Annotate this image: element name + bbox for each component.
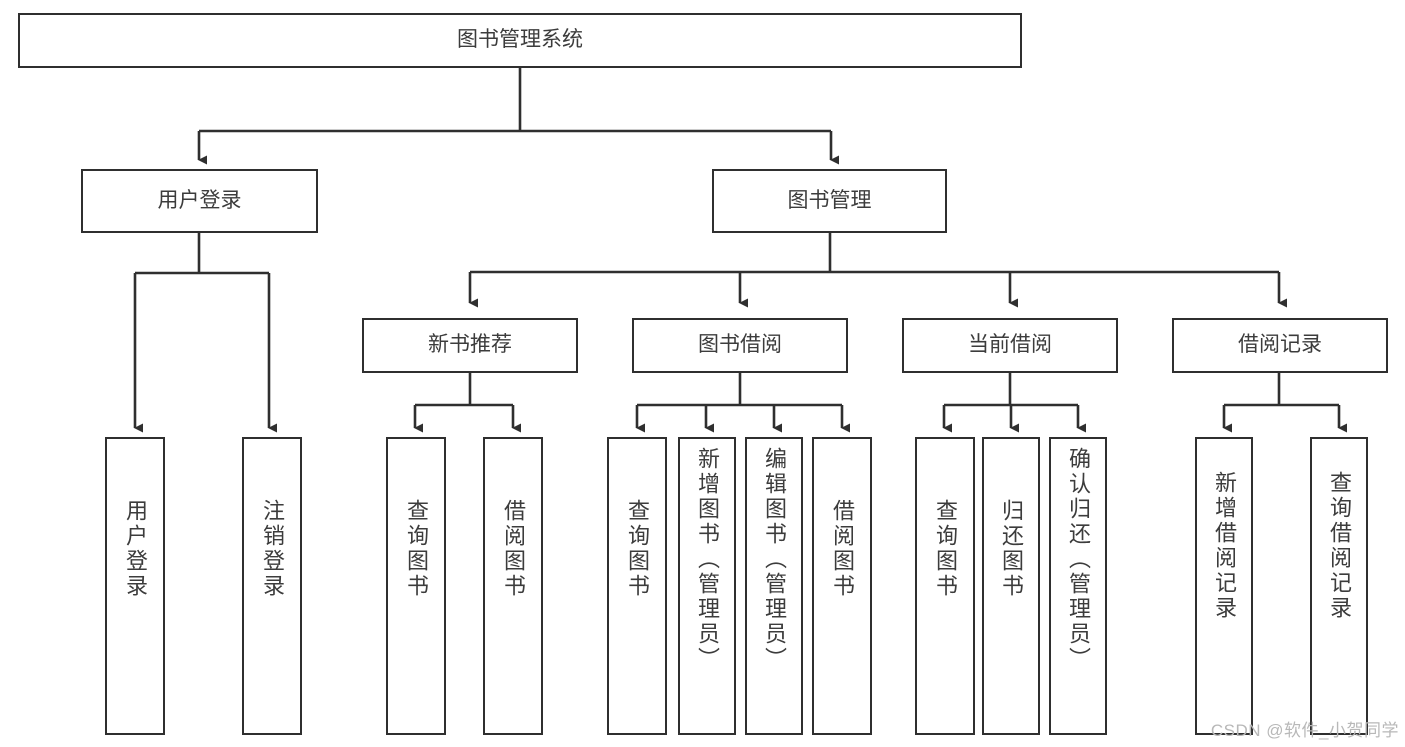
leaf-query-book-borrow-label: 查询图书 <box>625 499 650 599</box>
leaf-query-book-current-label: 查询图书 <box>933 499 958 599</box>
leaf-user-login[interactable]: 用户登录 <box>105 437 165 735</box>
leaf-query-borrow-record-label: 查询借阅记录 <box>1327 471 1352 621</box>
leaf-edit-book-admin-label: 编辑图书（管理员） <box>762 447 787 672</box>
leaf-borrow-book-borrow[interactable]: 借阅图书 <box>812 437 872 735</box>
node-new-book-recommend[interactable]: 新书推荐 <box>362 318 578 373</box>
leaf-query-book-borrow[interactable]: 查询图书 <box>607 437 667 735</box>
leaf-add-borrow-record[interactable]: 新增借阅记录 <box>1195 437 1253 735</box>
leaf-query-book-current[interactable]: 查询图书 <box>915 437 975 735</box>
node-root-label: 图书管理系统 <box>457 28 583 52</box>
node-book-manage[interactable]: 图书管理 <box>712 169 947 233</box>
node-borrow-record[interactable]: 借阅记录 <box>1172 318 1388 373</box>
leaf-confirm-return-admin-label: 确认归还（管理员） <box>1066 447 1091 672</box>
leaf-add-borrow-record-label: 新增借阅记录 <box>1212 471 1237 621</box>
leaf-logout-label: 注销登录 <box>260 499 285 599</box>
leaf-query-book-recommend[interactable]: 查询图书 <box>386 437 446 735</box>
node-current-borrow[interactable]: 当前借阅 <box>902 318 1118 373</box>
leaf-query-borrow-record[interactable]: 查询借阅记录 <box>1310 437 1368 735</box>
leaf-borrow-book-borrow-label: 借阅图书 <box>830 499 855 599</box>
node-user-login-label: 用户登录 <box>157 188 242 212</box>
leaf-return-book-label: 归还图书 <box>999 499 1024 599</box>
leaf-add-book-admin-label: 新增图书（管理员） <box>695 447 720 672</box>
leaf-borrow-book-recommend-label: 借阅图书 <box>501 499 526 599</box>
node-root[interactable]: 图书管理系统 <box>18 13 1022 68</box>
leaf-return-book[interactable]: 归还图书 <box>982 437 1040 735</box>
node-book-borrow-label: 图书借阅 <box>698 333 782 357</box>
leaf-logout[interactable]: 注销登录 <box>242 437 302 735</box>
node-book-borrow[interactable]: 图书借阅 <box>632 318 848 373</box>
node-current-borrow-label: 当前借阅 <box>968 333 1052 357</box>
node-book-manage-label: 图书管理 <box>787 188 872 212</box>
node-borrow-record-label: 借阅记录 <box>1238 333 1322 357</box>
leaf-edit-book-admin[interactable]: 编辑图书（管理员） <box>745 437 803 735</box>
node-new-book-recommend-label: 新书推荐 <box>428 333 512 357</box>
leaf-query-book-recommend-label: 查询图书 <box>404 499 429 599</box>
leaf-confirm-return-admin[interactable]: 确认归还（管理员） <box>1049 437 1107 735</box>
leaf-user-login-label: 用户登录 <box>123 499 148 599</box>
leaf-add-book-admin[interactable]: 新增图书（管理员） <box>678 437 736 735</box>
leaf-borrow-book-recommend[interactable]: 借阅图书 <box>483 437 543 735</box>
node-user-login[interactable]: 用户登录 <box>81 169 318 233</box>
